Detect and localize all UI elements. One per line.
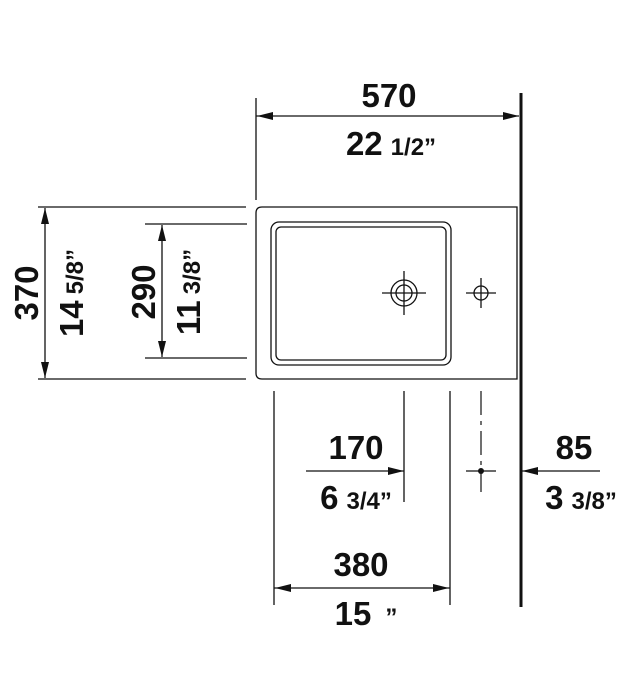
dimension-570	[255, 98, 519, 200]
dimension-290	[145, 223, 247, 359]
bowl-outline	[270, 221, 452, 366]
dimension-380	[274, 584, 450, 592]
dim-370-mm: 370	[8, 265, 45, 320]
dim-290-mm: 290	[125, 264, 162, 319]
dim-380-mm: 380	[333, 546, 388, 583]
dim-570-mm: 570	[361, 77, 416, 114]
dimension-170	[306, 467, 404, 475]
dim-170-mm: 170	[328, 429, 383, 466]
dim-370-inch: 145/8”	[53, 249, 90, 337]
dimension-370	[38, 206, 246, 380]
dimension-85	[521, 467, 600, 475]
dim-85-mm: 85	[556, 429, 593, 466]
tap-hole-icon	[466, 278, 496, 308]
bowl-inner-outline	[275, 226, 447, 361]
basin-outline	[255, 206, 518, 380]
drain-icon	[382, 271, 426, 315]
dim-290-inch: 113/8”	[170, 249, 207, 335]
dim-380-inch: 15”	[335, 595, 398, 632]
